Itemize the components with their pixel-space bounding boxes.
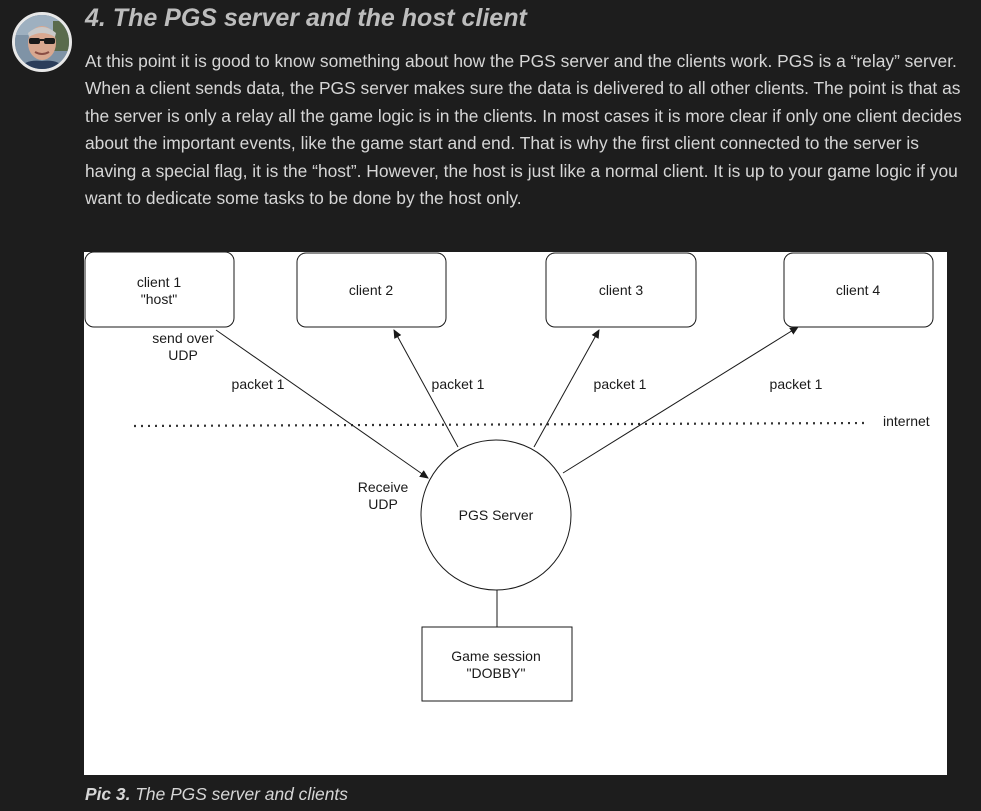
client4-label: client 4 xyxy=(836,282,881,298)
client3-box xyxy=(545,252,697,328)
client1-host-label: "host" xyxy=(141,291,177,307)
diagram-figure: client 1 "host" client 2 client 3 client… xyxy=(84,252,947,775)
internet-boundary-line xyxy=(133,421,870,428)
receive-udp-label: UDP xyxy=(368,496,398,512)
client1-label: client 1 xyxy=(137,274,182,290)
send-over-label: send over xyxy=(152,330,214,346)
figure-caption: Pic 3. The PGS server and clients xyxy=(85,784,348,805)
game-session-label: Game session xyxy=(451,648,540,664)
internet-label: internet xyxy=(883,413,930,429)
relay-arrow-client2 xyxy=(393,329,459,448)
client1-box xyxy=(84,252,235,328)
author-avatar[interactable] xyxy=(12,12,72,72)
section-heading: 4. The PGS server and the host client xyxy=(85,4,527,32)
pgs-server-label: PGS Server xyxy=(459,507,534,523)
body-paragraph: At this point it is good to know somethi… xyxy=(85,51,962,209)
send-udp-label: UDP xyxy=(168,347,198,363)
client2-label: client 2 xyxy=(349,282,394,298)
packet-label-client3: packet 1 xyxy=(594,376,647,392)
game-session-name: "DOBBY" xyxy=(467,665,526,681)
packet-label-send: packet 1 xyxy=(232,376,285,392)
game-session-box xyxy=(421,626,573,702)
relay-arrow-client4 xyxy=(562,326,799,474)
caption-text: The PGS server and clients xyxy=(130,784,348,804)
avatar-photo-icon xyxy=(15,15,69,69)
send-arrow xyxy=(215,329,429,479)
receive-label: Receive xyxy=(358,479,409,495)
pgs-relay-diagram: client 1 "host" client 2 client 3 client… xyxy=(84,252,934,702)
packet-label-client2: packet 1 xyxy=(432,376,485,392)
client4-box xyxy=(783,252,934,328)
client3-label: client 3 xyxy=(599,282,644,298)
packet-label-client4: packet 1 xyxy=(770,376,823,392)
client2-box xyxy=(296,252,447,328)
relay-arrow-client3 xyxy=(533,329,600,448)
pgs-server-node xyxy=(420,439,572,591)
caption-prefix: Pic 3. xyxy=(85,784,131,804)
